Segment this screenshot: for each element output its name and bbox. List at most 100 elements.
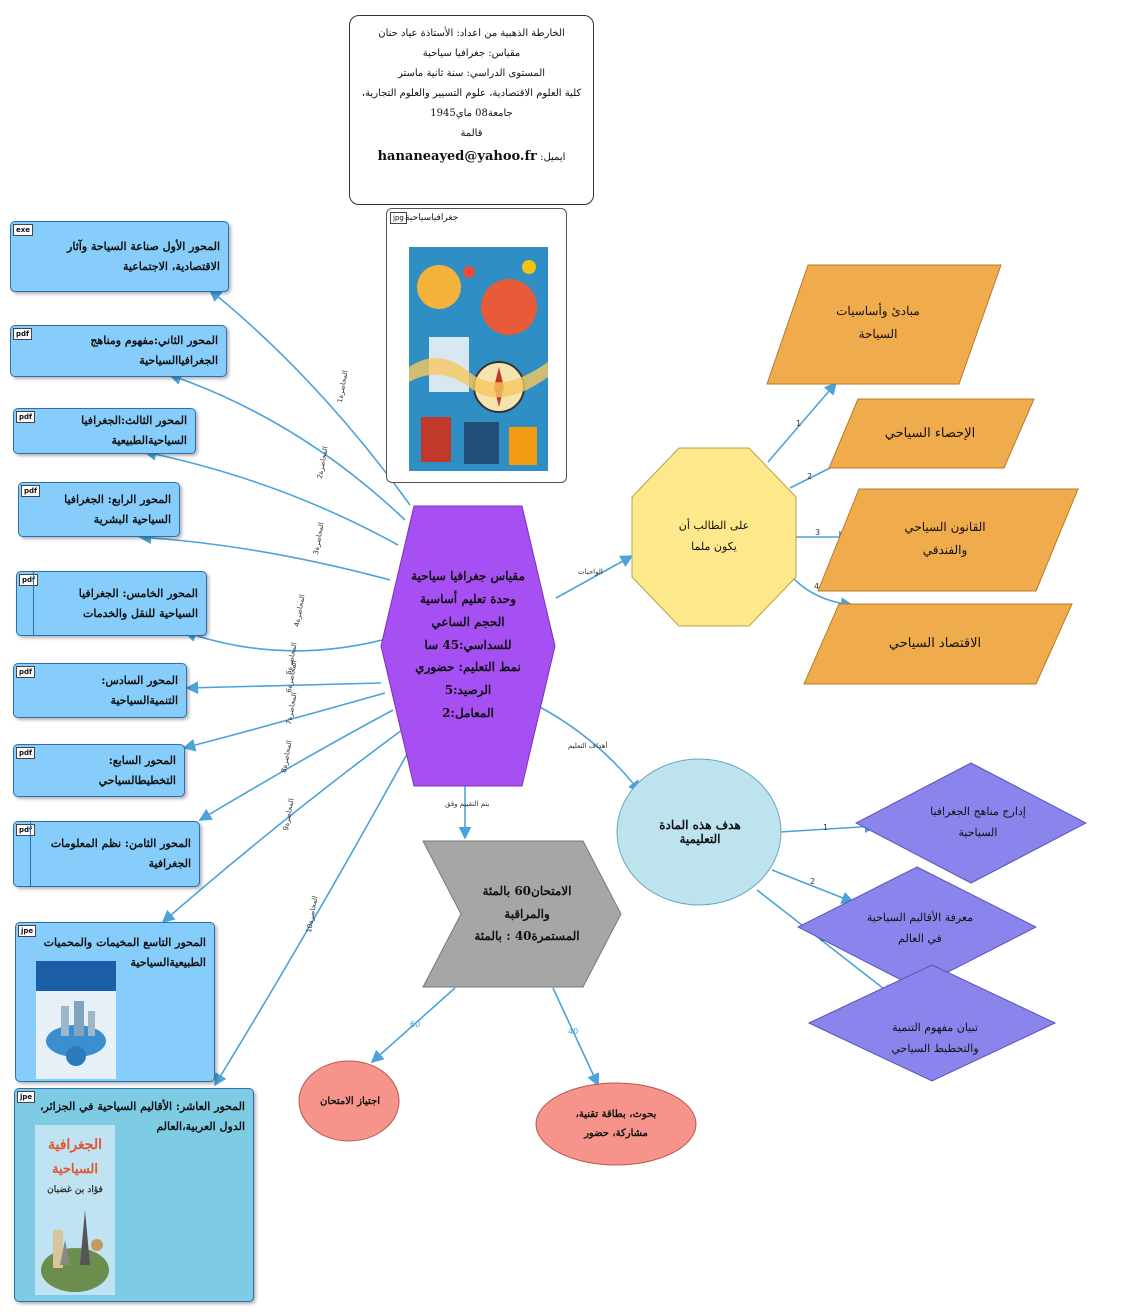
edge-octagon <box>555 555 634 599</box>
edge-label-outcome-1: 60 <box>410 1020 421 1029</box>
axis-7-text: المحور السابع: التخطيطالسياحي <box>98 753 176 787</box>
chevron-shape <box>422 840 622 988</box>
edge-outcome-2 <box>552 987 600 1087</box>
travel-collage-image <box>409 247 548 471</box>
parallelogram-4-node[interactable]: الاقتصاد السياحي <box>888 635 982 651</box>
edge-axis-1 <box>208 288 411 506</box>
parallelogram-3-shape <box>817 488 1079 592</box>
book-cover-author: فؤاد بن غضبان <box>47 1184 103 1195</box>
file-type-tag: pdf <box>19 574 39 586</box>
edge-label-chevron: يتم التقييم وفق <box>445 800 490 808</box>
octagon-node[interactable]: على الطالب أن يكون ملما <box>678 519 750 553</box>
axis-1-text: المحور الأول صناعة السياحة وآثار الاقتصا… <box>67 239 220 273</box>
book-cover-title-1: الجغرافية <box>48 1137 102 1153</box>
edge-label-outcome-2: 40 <box>568 1027 579 1036</box>
edge-num-para-1: 1 <box>796 419 802 428</box>
email-line: ايميل: hananeayed@yahoo.fr <box>356 144 587 170</box>
email-address[interactable]: hananeayed@yahoo.fr <box>377 149 537 164</box>
edge-diamond-1 <box>779 820 878 834</box>
outcome-2-shape <box>535 1082 697 1166</box>
axis-6-node[interactable]: pdf المحور السادس: التنميةالسياحية <box>13 663 187 718</box>
parallelogram-4-shape <box>803 603 1073 685</box>
center-line-1: مقياس جغرافيا سياحية <box>411 569 525 584</box>
image-title: جغرافياسياحية <box>405 213 459 223</box>
edge-axis-9 <box>161 729 403 924</box>
axis-2-text: المحور الثاني:مفهوم ومناهج الجغرافياالسي… <box>90 334 218 367</box>
axis-8-node[interactable]: pdf المحور الثامن: نظم المعلومات الجغراف… <box>13 821 200 887</box>
image-attachment[interactable]: jpg جغرافياسياحية <box>386 208 567 483</box>
axis-4-text: المحور الرابع: الجغرافيا السياحية البشري… <box>64 492 171 526</box>
outcome-2-node[interactable]: بحوث، بطاقة تقنية، مشاركة، حضور <box>575 1109 657 1139</box>
edge-axis-2 <box>168 372 406 521</box>
center-line-4: نمط التعليم: حضوري <box>415 660 521 675</box>
author-info-box: الخارطة الذهبية من اعداد: الأستاذة عياد … <box>349 15 594 205</box>
info-line-1: الخارطة الذهبية من اعداد: الأستاذة عياد … <box>378 28 565 39</box>
ellipse-node[interactable]: هدف هذه المادة التعليمية <box>659 818 741 846</box>
edge-axis-10 <box>214 744 413 1087</box>
info-line-3: المستوى الدراسي: سنة ثانية ماستر <box>397 68 546 79</box>
center-line-2: وحدة تعليم أساسية <box>419 592 517 606</box>
edge-label-octagon: الواجبات <box>578 568 603 576</box>
edge-ellipse <box>539 706 641 794</box>
diamond-3-node[interactable]: تبيان مفهوم التنمية والتخطيط السياحي <box>891 1021 979 1055</box>
axis-9-node[interactable]: jpe المحور التاسع المخيمات والمحميات الط… <box>15 922 215 1082</box>
axis-8-text: المحور الثامن: نظم المعلومات الجغرافية <box>50 837 191 870</box>
outcome-1-shape <box>298 1060 400 1142</box>
edge-axis-3 <box>143 448 399 546</box>
parallelogram-2-node[interactable]: الإحصاء السياحي <box>884 425 976 441</box>
axis-5-node[interactable]: pdf المحور الخامس: الجغرافيا السياحية لل… <box>16 571 207 636</box>
edge-para-1 <box>767 381 838 463</box>
file-type-tag: exe <box>13 224 34 236</box>
file-type-tag: jpg <box>390 212 407 224</box>
file-type-tag: jpe <box>17 1091 36 1103</box>
book-cover-1-image <box>36 961 116 1079</box>
axis-7-node[interactable]: pdf المحور السابع: التخطيطالسياحي <box>13 744 185 797</box>
book-cover-2: الجغرافية السياحية فؤاد بن غضبان <box>35 1125 115 1295</box>
diamond-1-node[interactable]: إدارج مناهج الجغرافيا السياحية <box>930 805 1026 839</box>
chevron-node[interactable]: الامتحان60 بالمئة والمراقبة المستمرة40 :… <box>474 883 580 944</box>
edge-axis-4 <box>138 531 391 581</box>
edge-axis-5 <box>183 629 383 652</box>
file-type-tag: pdf <box>16 666 36 678</box>
edge-diamond-2 <box>771 869 855 904</box>
edge-axis-6 <box>185 681 382 695</box>
edge-axis-8 <box>198 709 394 821</box>
parallelogram-1-node[interactable]: مبادئ وأساسيات السياحة <box>836 304 920 341</box>
file-type-tag: pdf <box>16 824 36 836</box>
axis-5-text: المحور الخامس: الجغرافيا السياحية للنقل … <box>78 586 198 620</box>
file-type-tag: pdf <box>16 411 36 423</box>
landmarks-illustration <box>41 1210 109 1292</box>
file-type-tag: pdf <box>21 485 41 497</box>
axis-6-text: المحور السادس: التنميةالسياحية <box>101 673 178 707</box>
axis-3-text: المحور الثالث:الجغرافيا السياحيةالطبيعية <box>81 414 187 447</box>
edge-num-diamond-1: 1 <box>823 823 829 832</box>
info-line-4: كلية العلوم الاقتصادية، علوم التسيير وال… <box>361 88 582 119</box>
diamond-2-node[interactable]: معرفة الأقاليم السياحية في العالم <box>866 911 974 945</box>
center-node[interactable]: مقياس جغرافيا سياحية وحدة تعليم أساسية ا… <box>400 540 536 750</box>
parallelogram-2-shape <box>828 398 1035 469</box>
edge-num-para-3: 3 <box>815 528 821 537</box>
axis-1-node[interactable]: exe المحور الأول صناعة السياحة وآثار الا… <box>10 221 229 292</box>
parallelogram-1-shape <box>766 264 1002 385</box>
edge-label-ellipse: أهداف التعليم <box>568 742 608 750</box>
axis-2-node[interactable]: pdf المحور الثاني:مفهوم ومناهج الجغرافيا… <box>10 325 227 377</box>
axis-10-node[interactable]: jpe المحور العاشر: الأقاليم السياحية في … <box>14 1088 254 1302</box>
email-label: ايميل: <box>540 152 566 163</box>
file-type-tag: jpe <box>18 925 37 937</box>
info-line-5: قالمة <box>460 128 483 139</box>
edge-axis-7 <box>182 692 386 752</box>
octagon-shape <box>631 447 797 627</box>
file-type-tag: pdf <box>13 328 33 340</box>
axis-3-node[interactable]: pdf المحور الثالث:الجغرافيا السياحيةالطب… <box>13 408 196 454</box>
diamond-3-shape <box>808 964 1056 1082</box>
parallelogram-3-node[interactable]: القانون السياحي والفندقي <box>904 520 986 557</box>
outcome-1-node[interactable]: اجتياز الامتحان <box>319 1095 381 1107</box>
axis-9-text: المحور التاسع المخيمات والمحميات الطبيعي… <box>43 936 206 969</box>
edge-num-diamond-2: 2 <box>810 877 816 886</box>
center-line-6: المعامل:2 <box>442 705 494 720</box>
info-line-2: مقياس: جغرافيا سياحية <box>422 48 521 59</box>
axis-4-node[interactable]: pdf المحور الرابع: الجغرافيا السياحية ال… <box>18 482 180 537</box>
edge-num-para-2: 2 <box>807 472 813 481</box>
edge-num-para-4: 4 <box>814 582 820 591</box>
edge-diamond-3 <box>756 889 895 997</box>
